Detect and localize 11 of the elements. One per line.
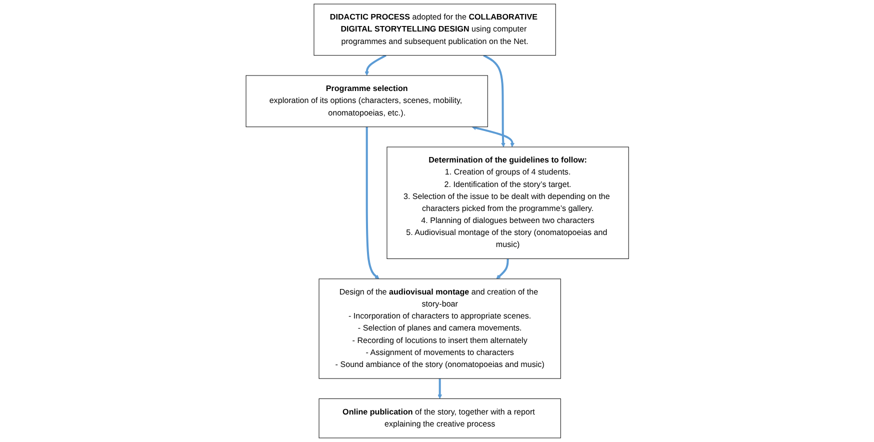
node-box: Determination of the guidelines to follow: 1. Creation of groups of 4 students. 2. Identification of the story’s target. 3. Selection of the issue to be dealt with depending on the characters picked from the programme’s gallery. 4. Planning of dialogues between two characters 5. Audiovisual montage of the story (onomatopoeias and music) (386, 146, 629, 259)
arrow (437, 378, 442, 399)
arrow (482, 54, 506, 148)
node-box: Programme selection exploration of its options (characters, scenes, mobility, onomatopoeias, etc.). (245, 75, 488, 128)
node-box: Online publication of the story, together with a report explaining the creative process (318, 398, 561, 438)
arrow (471, 126, 514, 148)
arrow (366, 126, 379, 280)
node-box: DIDACTIC PROCESS adopted for the COLLABORATIVE DIGITAL STORYTELLING DESIGN using computer programmes and subsequent publication on the Net. (313, 4, 556, 56)
node-box: Design of the audiovisual montage and creation of the story-boar - Incorporation of characters to appropriate scenes. - Selection of planes and camera movements. - Recording of locutions to insert them alternately - Assignment of movements to characters - Sound ambiance of the story (onomatopoeias and music) (318, 278, 561, 379)
arrow (496, 258, 508, 280)
arrow (364, 54, 386, 76)
